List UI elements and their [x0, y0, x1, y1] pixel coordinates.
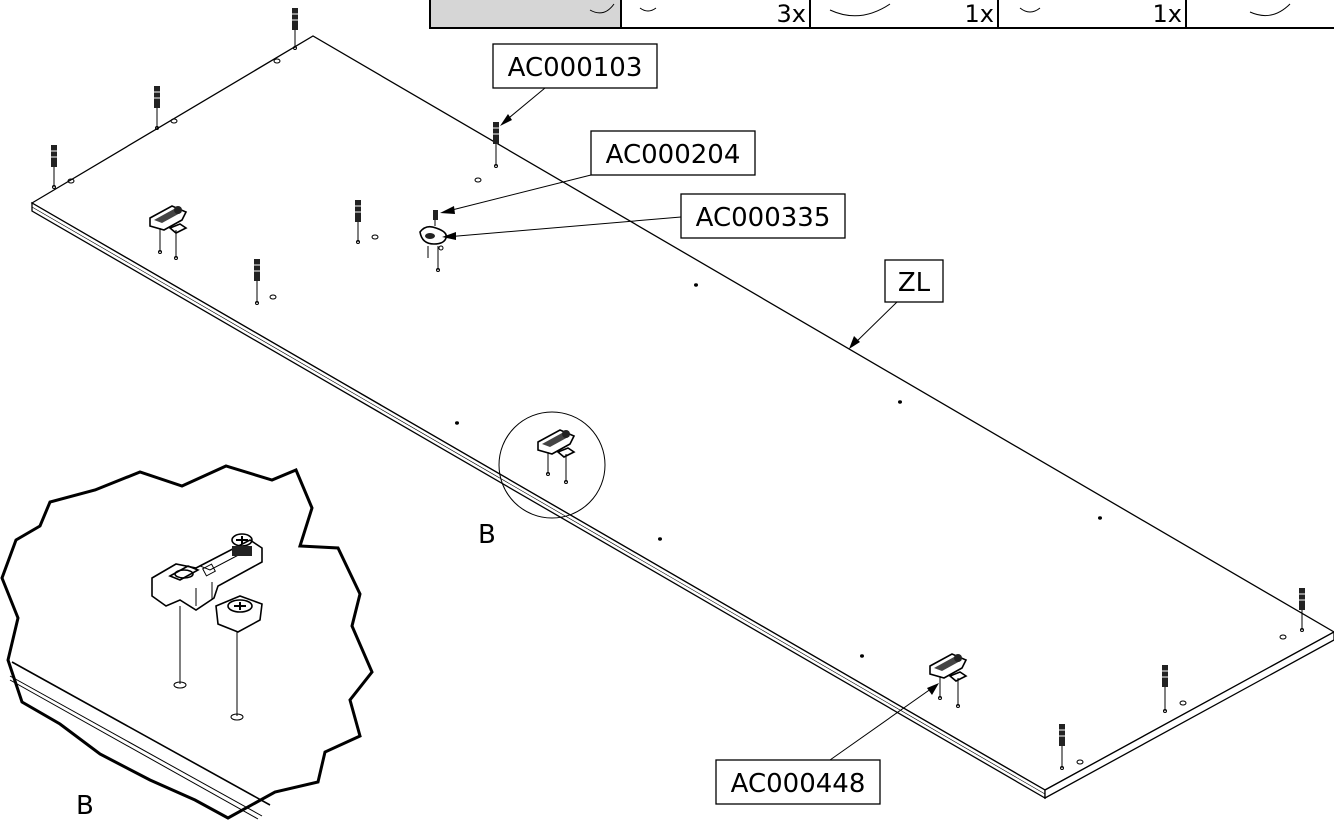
parts-table: 3x 1x 1x: [429, 0, 1334, 29]
callout-ac000335: AC000335: [442, 193, 846, 240]
parts-count-3: 1x: [1153, 0, 1182, 28]
hinge-bracket-2: [537, 429, 576, 484]
callout-ac000335-label: AC000335: [696, 203, 831, 233]
dowel-7: [1298, 588, 1306, 632]
dowel-8: [1161, 665, 1169, 713]
dowel-3: [50, 145, 58, 189]
dowel-1: [291, 8, 299, 50]
hinge-bracket-3: [929, 653, 968, 708]
dowel-9: [1058, 724, 1066, 770]
callout-ac000103-label: AC000103: [508, 53, 643, 83]
dowel-pins: [50, 8, 1306, 770]
hinge-bracket-1: [149, 205, 188, 260]
callout-ac000204: AC000204: [440, 130, 756, 214]
dowel-5: [354, 200, 362, 244]
detail-marker-label: B: [478, 520, 496, 550]
callout-zl-label: ZL: [898, 268, 931, 298]
detail-hinge-bracket: [151, 533, 263, 721]
callout-ac000204-label: AC000204: [606, 140, 741, 170]
drill-holes: [67, 58, 1287, 765]
screw-part: [433, 210, 438, 226]
detail-view-label: B: [76, 791, 94, 821]
cam-lock-part: [419, 225, 448, 272]
callout-ac000448-label: AC000448: [731, 769, 866, 799]
parts-count-2: 1x: [965, 0, 994, 28]
callout-ac000103: AC000103: [492, 43, 658, 126]
detail-panel-edge: [9, 661, 271, 820]
dowel-6: [253, 259, 261, 305]
detail-view-b: [0, 464, 374, 820]
parts-count-1: 3x: [777, 0, 806, 28]
hinge-brackets: [149, 205, 968, 708]
dowel-2: [153, 86, 161, 130]
detail-marker: B: [478, 411, 606, 550]
callout-ac000448: AC000448: [715, 683, 939, 805]
callout-zl: ZL: [849, 259, 944, 349]
dowel-4: [492, 122, 500, 168]
